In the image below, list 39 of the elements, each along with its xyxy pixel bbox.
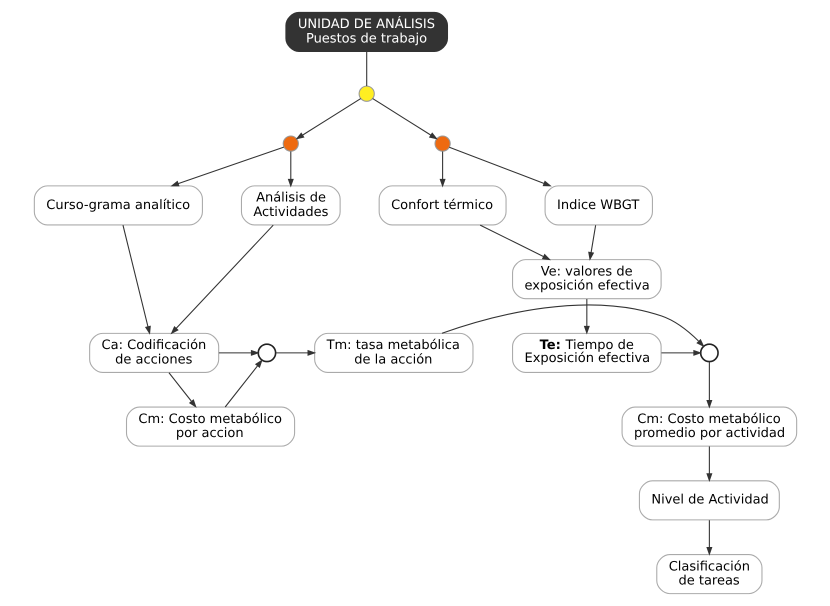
arrow [661,350,702,356]
arrow [706,446,712,482]
node-box: Ve: valores de exposición efectiva [512,259,662,300]
node-box: Cm: Costo metabólico promedio por actividad [621,406,797,447]
arrow [441,304,704,348]
node-box: Análisis de Actividades [240,185,340,226]
node-box: Confort térmico [378,185,506,226]
arrow [479,224,550,260]
arrow [706,362,712,409]
arrow [170,224,274,334]
node-box: Tm: tasa metabólica de la acción [314,332,474,373]
arrow [224,359,262,408]
node-box: Indice WBGT [544,185,652,226]
arrow [295,98,361,140]
node-circle [699,343,718,362]
arrow [122,225,150,335]
arrow [706,520,712,556]
node-box: Curso-grama analítico [33,185,202,226]
arrow [218,350,260,356]
arrow [372,98,438,140]
arrow [588,225,596,261]
node-box: UNIDAD DE ANÁLISIS Puestos de trabajo [284,12,448,52]
node-circle [256,343,276,362]
arrow [275,350,316,356]
node-box: Clasificación de tareas [656,554,762,594]
arrow [168,372,196,408]
node-box: Ca: Codificación de acciones [88,332,219,373]
connector [366,52,367,86]
node-box: Cm: Costo metabólico por accion [125,406,295,447]
node-box: Te: Tiempo de Exposición efectiva [512,332,662,373]
node-circle [282,135,298,152]
arrow [583,299,590,335]
arrow [170,146,284,186]
arrow [448,146,552,186]
node-circle [434,135,450,152]
arrow [287,152,294,188]
node-circle [358,86,374,102]
node-box: Nivel de Actividad [638,480,780,520]
arrow [439,152,446,188]
